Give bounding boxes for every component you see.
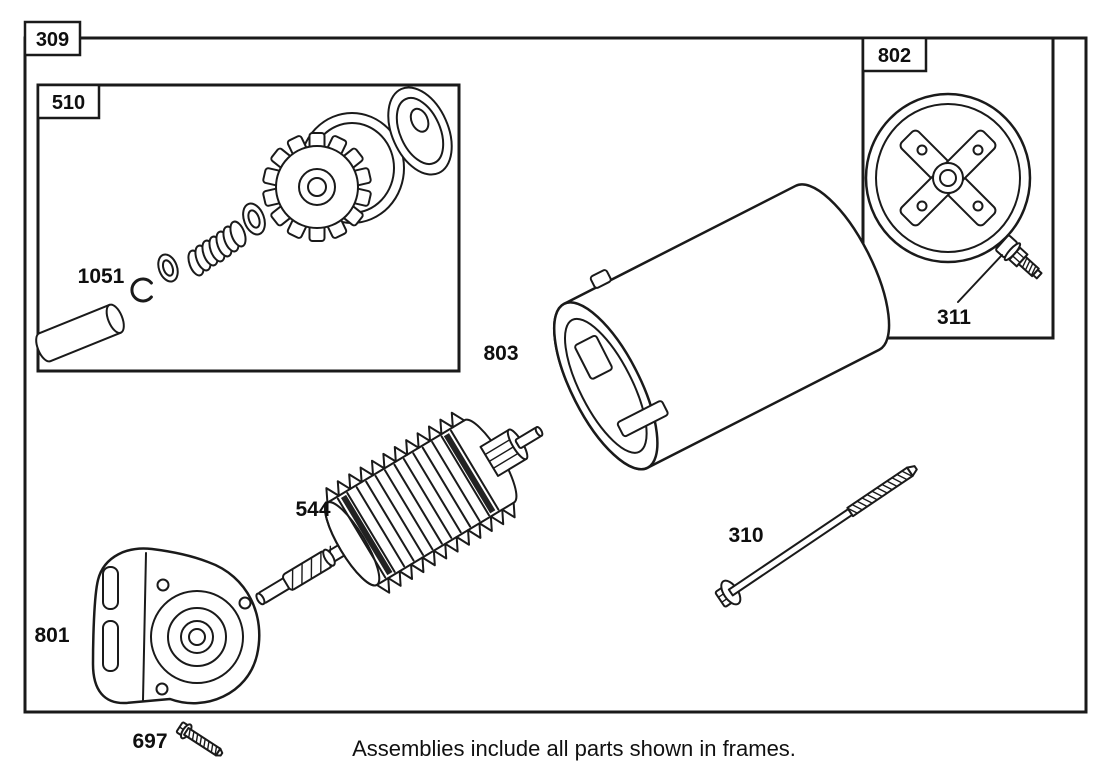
part-697-screw [175,721,224,757]
part-label-1051: 1051 [78,265,125,288]
part-310-through-bolt [714,465,918,608]
part-label-803: 803 [483,342,518,365]
part-1051-pin [35,303,125,363]
retainer-cap [387,86,453,176]
frame-510-label-text: 510 [52,92,85,114]
frame-802-label: 802 [861,36,928,73]
part-803-motor-housing [552,183,891,471]
pinion-gear [262,132,372,242]
frame-510-border [36,83,461,373]
washer [157,253,179,283]
frame-309-border [23,36,1088,714]
spring [187,220,247,277]
frame-802-border [861,36,1055,340]
part-label-801: 801 [34,624,69,647]
assembly-510-drive [35,86,453,363]
assembly-802-end-cap [864,92,1043,303]
frame-510-label: 510 [36,83,101,120]
frame-309-label-text: 309 [36,29,69,51]
part-label-311: 311 [937,306,971,329]
part-label-544: 544 [295,498,330,521]
terminal-leader-line [957,254,1003,303]
spring-seat-washer [242,202,266,236]
part-801-end-bracket [91,547,261,705]
frame-802-label-text: 802 [878,45,911,67]
frame-309-label: 309 [23,20,82,57]
retaining-ring [130,277,153,303]
part-544-armature [255,411,544,606]
part-label-310: 310 [728,524,763,547]
caption-text: Assemblies include all parts shown in fr… [352,736,796,761]
part-311-terminal [995,234,1043,280]
part-label-697: 697 [132,730,167,753]
